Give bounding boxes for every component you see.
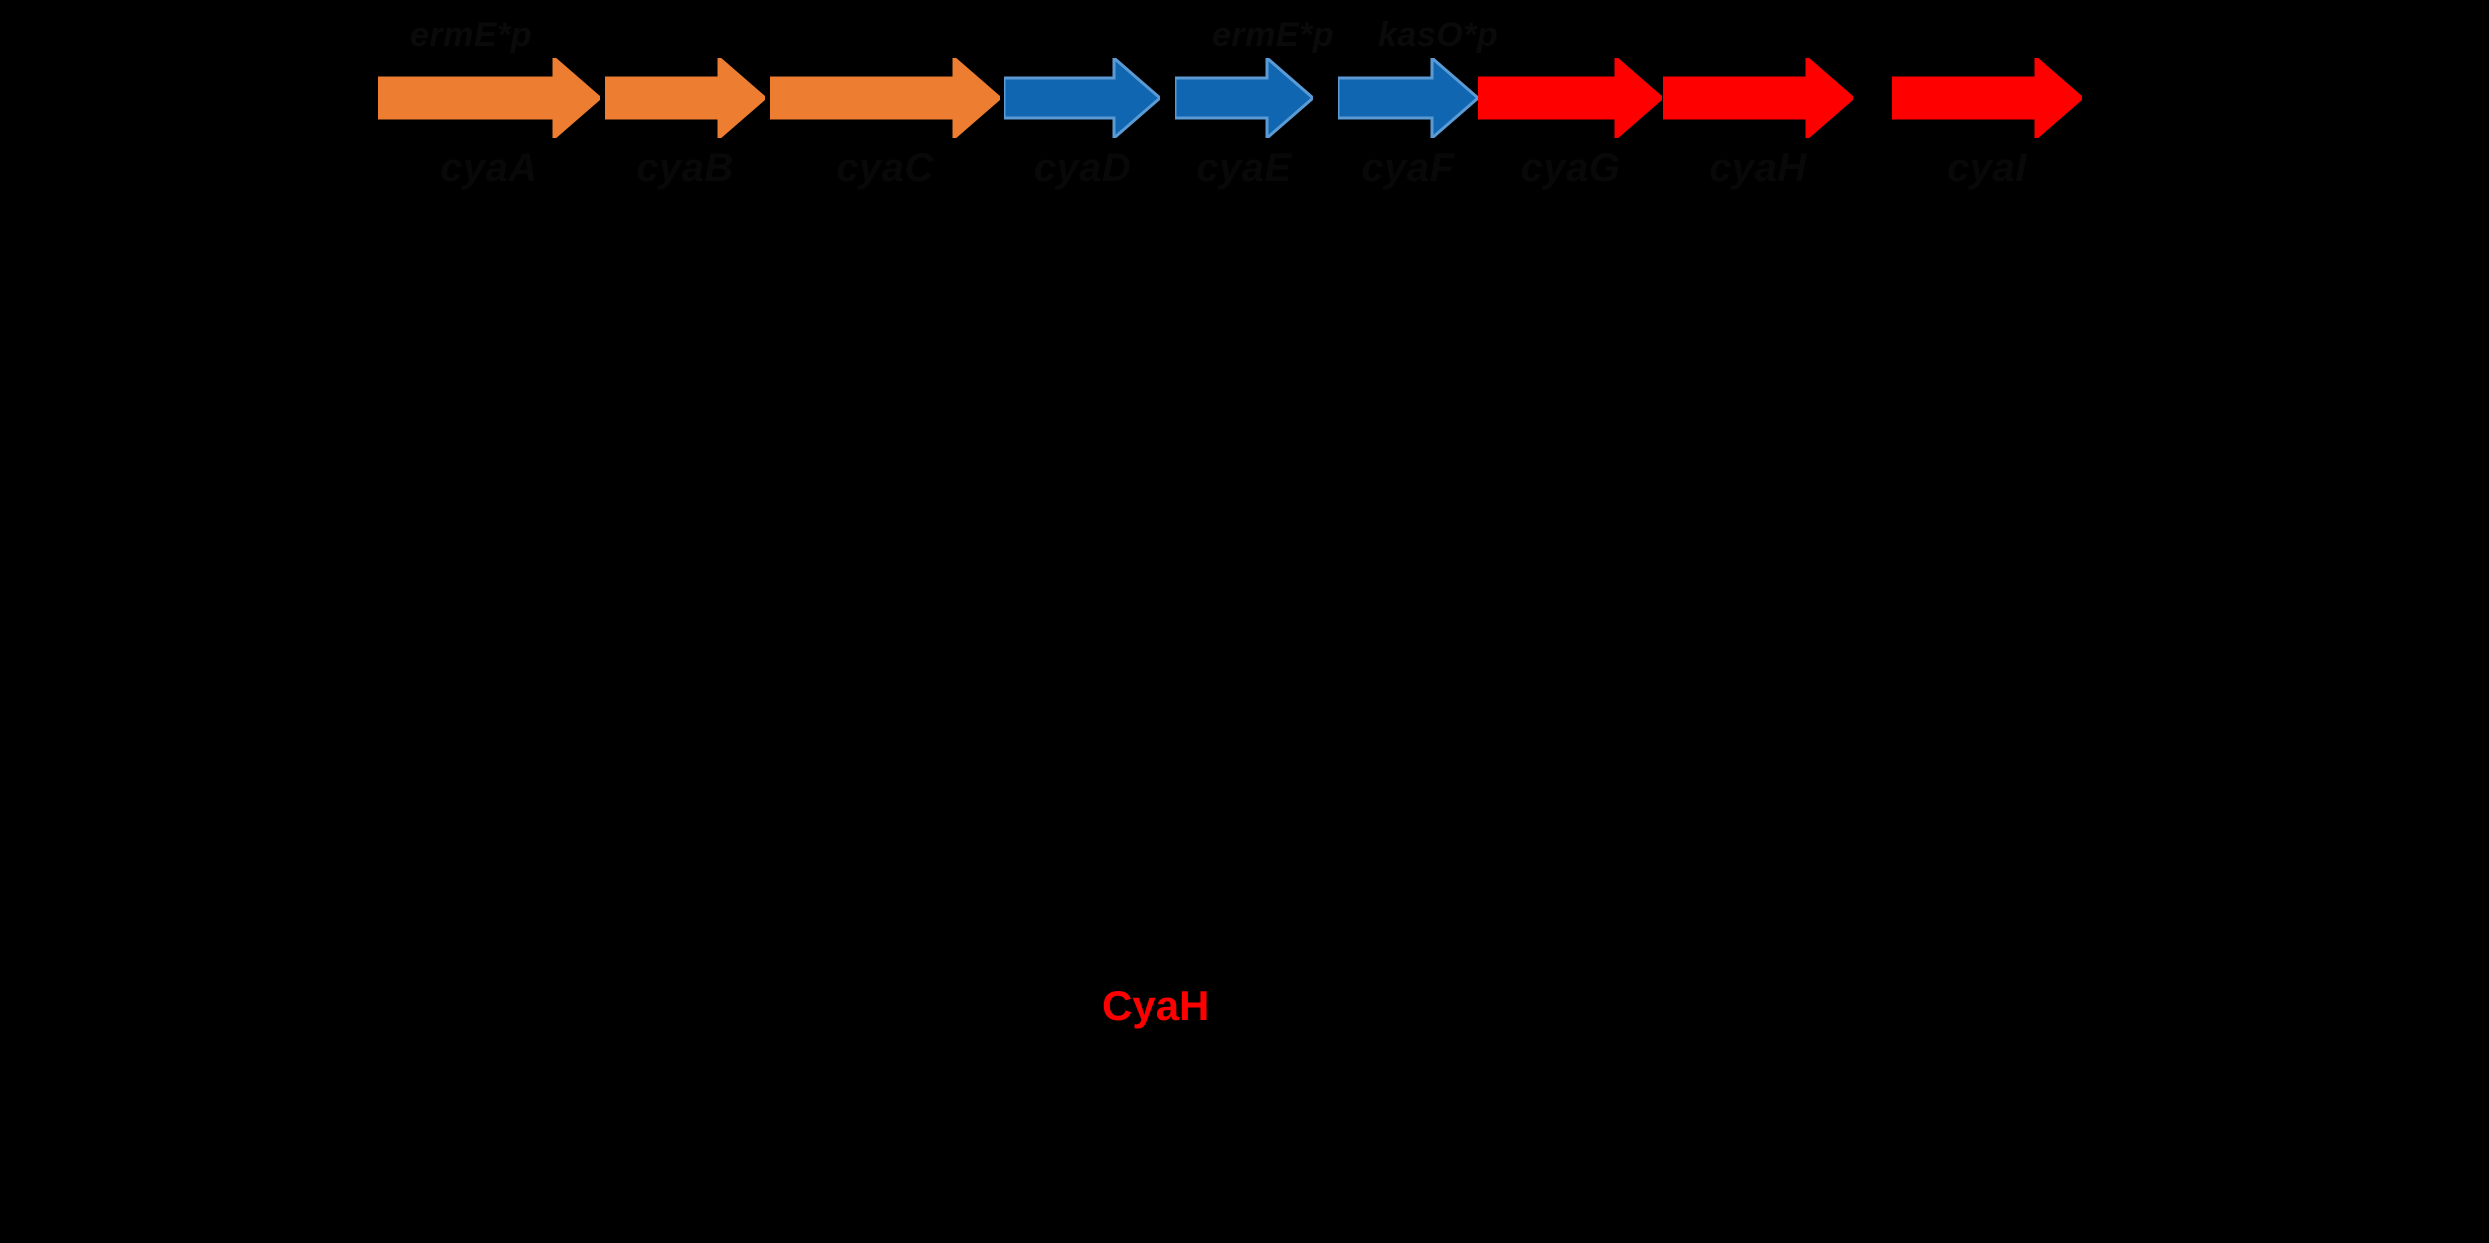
gene-label-cyaA: cyaA <box>440 146 538 190</box>
gene-arrow-cyaH <box>1663 58 1853 138</box>
gene-arrow-cyaA <box>378 58 600 138</box>
gene-arrow-cyaI <box>1892 58 2082 138</box>
gene-label-cyaE: cyaE <box>1196 146 1292 190</box>
gene-arrow-cyaE <box>1175 58 1313 138</box>
promoter-label: kasO*p <box>1378 16 1499 54</box>
gene-arrow-cyaF <box>1338 58 1478 138</box>
gene-arrow-cyaD <box>1004 58 1160 138</box>
promoter-label: ermE*p <box>410 16 533 54</box>
protein-label-CyaH: CyaH <box>1102 982 1210 1029</box>
gene-label-cyaF: cyaF <box>1361 146 1455 190</box>
gene-label-cyaH: cyaH <box>1709 146 1807 190</box>
gene-arrow-cyaC <box>770 58 1000 138</box>
gene-label-cyaD: cyaD <box>1033 146 1132 190</box>
gene-arrow-cyaG <box>1478 58 1662 138</box>
gene-label-cyaC: cyaC <box>836 146 934 190</box>
promoter-label: ermE*p <box>1212 16 1335 54</box>
gene-label-cyaI: cyaI <box>1947 146 2027 190</box>
gene-label-cyaB: cyaB <box>636 146 734 190</box>
gene-arrow-cyaB <box>605 58 765 138</box>
gene-label-cyaG: cyaG <box>1520 146 1621 190</box>
